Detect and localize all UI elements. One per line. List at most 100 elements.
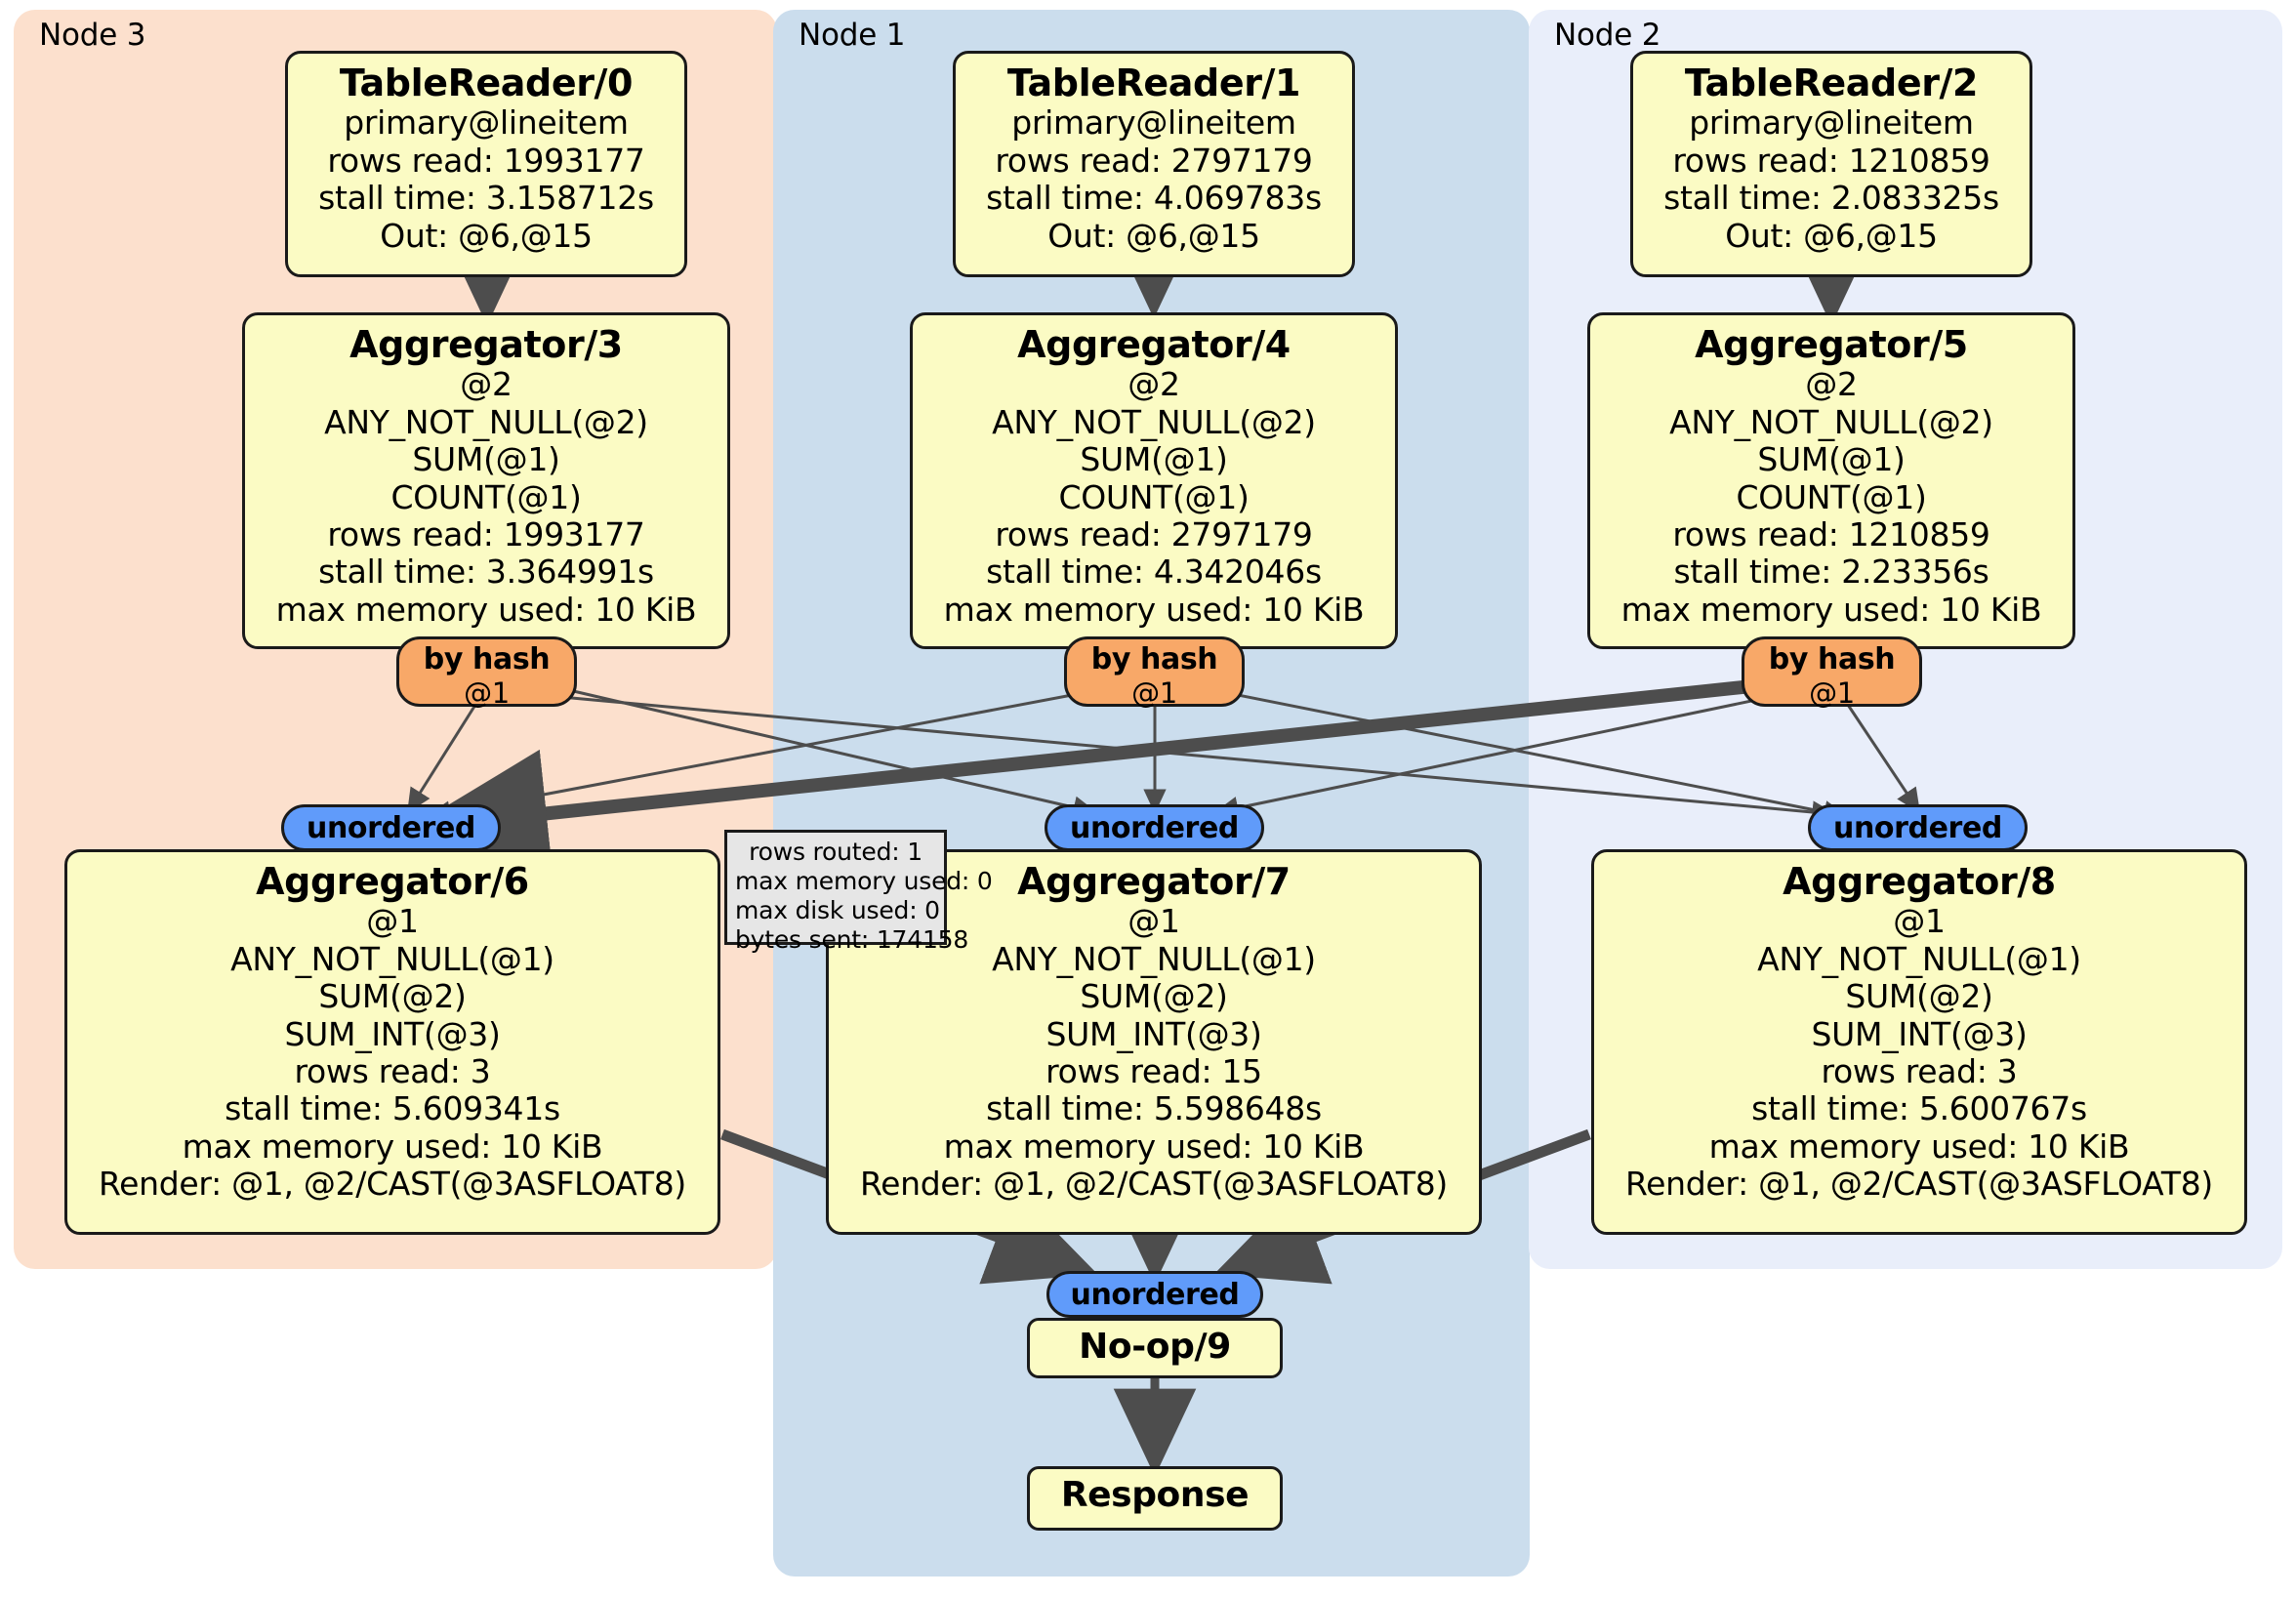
node-line: max memory used: 10 KiB	[943, 1126, 1365, 1166]
node-line: @2	[1128, 365, 1180, 404]
node-title: by hash	[1768, 642, 1896, 676]
node-line: @1	[1128, 902, 1180, 941]
node-aggregator-4[interactable]: Aggregator/4 @2 ANY_NOT_NULL(@2) SUM(@1)…	[910, 312, 1398, 649]
node-line: Out: @6,@15	[1047, 216, 1260, 255]
node-line: rows read: 1210859	[1672, 141, 1990, 180]
node-line: COUNT(@1)	[1736, 477, 1927, 516]
cluster-label-node-1: Node 1	[799, 18, 906, 53]
node-aggregator-3[interactable]: Aggregator/3 @2 ANY_NOT_NULL(@2) SUM(@1)…	[242, 312, 730, 649]
node-line: stall time: 5.609341s	[225, 1089, 560, 1128]
node-router-by-hash-5[interactable]: by hash @1	[1742, 636, 1922, 710]
node-title: Aggregator/6	[256, 860, 529, 903]
node-line: @1	[464, 676, 510, 710]
node-line: @1	[1809, 676, 1855, 710]
node-line: rows read: 1210859	[1672, 515, 1990, 554]
node-title: Aggregator/7	[1017, 860, 1291, 903]
node-line: Render: @1, @2/CAST(@3ASFLOAT8)	[859, 1165, 1449, 1204]
node-line: ANY_NOT_NULL(@2)	[992, 402, 1316, 441]
node-title: Aggregator/4	[1017, 323, 1291, 366]
node-line: Out: @6,@15	[1725, 216, 1938, 255]
node-line: stall time: 4.069783s	[986, 179, 1322, 218]
stat-line: bytes sent: 174158	[735, 925, 969, 954]
node-title: unordered	[1070, 1278, 1240, 1312]
node-line: stall time: 5.600767s	[1751, 1089, 2087, 1128]
node-line: SUM(@1)	[412, 440, 560, 479]
node-aggregator-5[interactable]: Aggregator/5 @2 ANY_NOT_NULL(@2) SUM(@1)…	[1587, 312, 2075, 649]
node-synchronizer-unordered-6[interactable]: unordered	[281, 804, 501, 851]
node-line: primary@lineitem	[1011, 103, 1296, 143]
stat-line: max memory used: 0	[735, 867, 993, 895]
node-line: ANY_NOT_NULL(@1)	[230, 939, 554, 978]
node-title: Aggregator/3	[349, 323, 623, 366]
node-line: ANY_NOT_NULL(@1)	[1757, 939, 2081, 978]
node-tablereader-1[interactable]: TableReader/1 primary@lineitem rows read…	[953, 51, 1355, 277]
node-router-by-hash-4[interactable]: by hash @1	[1064, 636, 1245, 710]
node-synchronizer-unordered-7[interactable]: unordered	[1045, 804, 1264, 851]
node-title: Response	[1060, 1475, 1250, 1515]
router-stats-tooltip: rows routed: 1 max memory used: 0 max di…	[724, 830, 993, 954]
stat-line: rows routed: 1	[749, 838, 922, 866]
node-line: rows read: 2797179	[995, 515, 1313, 554]
node-response[interactable]: Response	[1027, 1466, 1283, 1531]
node-tablereader-0[interactable]: TableReader/0 primary@lineitem rows read…	[285, 51, 687, 277]
node-line: @1	[1893, 902, 1946, 941]
node-title: No-op/9	[1079, 1327, 1231, 1367]
node-title: unordered	[1833, 811, 2002, 845]
node-line: ANY_NOT_NULL(@2)	[1669, 402, 1993, 441]
node-line: Render: @1, @2/CAST(@3ASFLOAT8)	[98, 1165, 687, 1204]
node-line: stall time: 5.598648s	[986, 1089, 1322, 1128]
node-title: unordered	[1070, 811, 1239, 845]
node-title: Aggregator/8	[1783, 860, 2056, 903]
node-line: stall time: 4.342046s	[986, 553, 1322, 592]
node-line: max memory used: 10 KiB	[1708, 1126, 2130, 1166]
node-line: rows read: 3	[1821, 1052, 2018, 1091]
node-line: ANY_NOT_NULL(@2)	[324, 402, 648, 441]
node-line: max memory used: 10 KiB	[1620, 590, 2042, 629]
node-title: by hash	[1090, 642, 1218, 676]
node-aggregator-6[interactable]: Aggregator/6 @1 ANY_NOT_NULL(@1) SUM(@2)…	[64, 849, 720, 1235]
node-tablereader-2[interactable]: TableReader/2 primary@lineitem rows read…	[1630, 51, 2032, 277]
node-line: SUM(@1)	[1080, 440, 1228, 479]
node-title: TableReader/2	[1684, 61, 1979, 104]
node-line: max memory used: 10 KiB	[275, 590, 697, 629]
node-title: TableReader/0	[339, 61, 634, 104]
node-line: Out: @6,@15	[380, 216, 593, 255]
node-line: COUNT(@1)	[390, 477, 582, 516]
node-line: stall time: 2.23356s	[1673, 553, 1989, 592]
node-line: rows read: 2797179	[995, 141, 1313, 180]
node-line: SUM(@2)	[1845, 977, 1993, 1016]
node-line: Render: @1, @2/CAST(@3ASFLOAT8)	[1624, 1165, 2214, 1204]
node-line: SUM_INT(@3)	[284, 1014, 501, 1053]
node-line: stall time: 3.364991s	[318, 553, 654, 592]
node-no-op-9[interactable]: No-op/9	[1027, 1318, 1283, 1378]
node-line: rows read: 15	[1046, 1052, 1262, 1091]
node-router-by-hash-3[interactable]: by hash @1	[396, 636, 577, 710]
node-line: @1	[366, 902, 419, 941]
node-line: @2	[460, 365, 512, 404]
node-line: rows read: 1993177	[327, 141, 645, 180]
cluster-label-node-2: Node 2	[1554, 18, 1661, 53]
cluster-label-node-3: Node 3	[39, 18, 146, 53]
node-line: SUM_INT(@3)	[1811, 1014, 2028, 1053]
node-line: stall time: 3.158712s	[318, 179, 654, 218]
stat-line: max disk used: 0	[735, 896, 940, 924]
node-line: @1	[1131, 676, 1177, 710]
node-line: SUM(@2)	[318, 977, 467, 1016]
node-title: TableReader/1	[1006, 61, 1301, 104]
node-synchronizer-unordered-9[interactable]: unordered	[1046, 1271, 1263, 1318]
node-line: SUM(@2)	[1080, 977, 1228, 1016]
node-line: max memory used: 10 KiB	[182, 1126, 603, 1166]
node-line: COUNT(@1)	[1058, 477, 1250, 516]
node-line: primary@lineitem	[1689, 103, 1974, 143]
node-line: SUM_INT(@3)	[1046, 1014, 1262, 1053]
node-title: Aggregator/5	[1695, 323, 1968, 366]
node-title: unordered	[307, 811, 475, 845]
node-line: primary@lineitem	[344, 103, 629, 143]
node-line: max memory used: 10 KiB	[943, 590, 1365, 629]
node-line: rows read: 1993177	[327, 515, 645, 554]
node-aggregator-8[interactable]: Aggregator/8 @1 ANY_NOT_NULL(@1) SUM(@2)…	[1591, 849, 2247, 1235]
node-line: @2	[1805, 365, 1858, 404]
node-line: ANY_NOT_NULL(@1)	[992, 939, 1316, 978]
node-synchronizer-unordered-8[interactable]: unordered	[1808, 804, 2028, 851]
